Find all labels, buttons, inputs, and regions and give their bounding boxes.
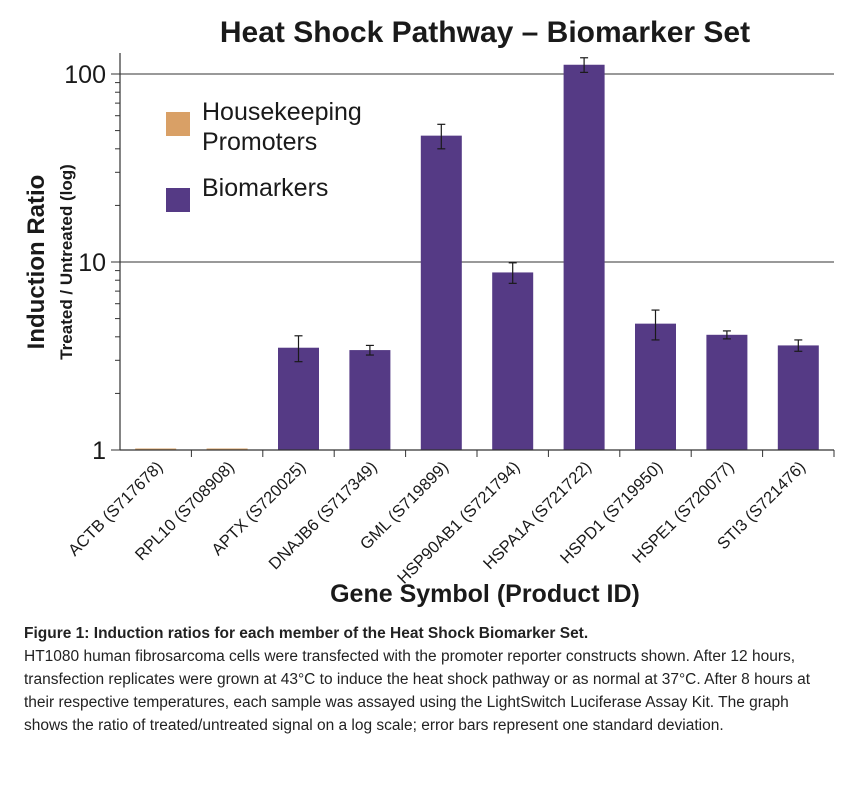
y-tick-label: 100 [64, 61, 106, 89]
bar [135, 448, 177, 450]
bar [349, 350, 391, 450]
legend-label: Promoters [202, 128, 317, 156]
chart-title: Heat Shock Pathway – Biomarker Set [220, 16, 750, 49]
y-tick-label: 10 [78, 249, 106, 277]
y-axis-sublabel: Treated / Untreated (log) [57, 164, 76, 360]
legend-swatch [166, 112, 190, 136]
bar [278, 347, 319, 450]
y-tick-label: 1 [92, 437, 106, 465]
legend-swatch [166, 188, 190, 212]
y-axis-label: Induction Ratio [23, 175, 50, 350]
bar [492, 272, 534, 450]
x-axis-label: Gene Symbol (Product ID) [330, 580, 640, 608]
gridlines [120, 73, 834, 263]
legend-label: Biomarkers [202, 174, 328, 202]
bar [706, 334, 748, 450]
bar [635, 323, 676, 450]
bar [563, 64, 605, 450]
bars [135, 57, 819, 450]
bar [777, 345, 819, 450]
figure-caption: Figure 1: Induction ratios for each memb… [24, 622, 834, 737]
bar [206, 448, 248, 450]
chart: Heat Shock Pathway – Biomarker Set Induc… [23, 16, 835, 608]
caption-body: HT1080 human fibrosarcoma cells were tra… [24, 648, 811, 734]
bar [420, 135, 462, 450]
x-tick-label: HSP90AB1 (S721794) [394, 458, 523, 587]
legend-label: Housekeeping [202, 98, 362, 126]
caption-title: Figure 1: Induction ratios for each memb… [24, 625, 589, 642]
